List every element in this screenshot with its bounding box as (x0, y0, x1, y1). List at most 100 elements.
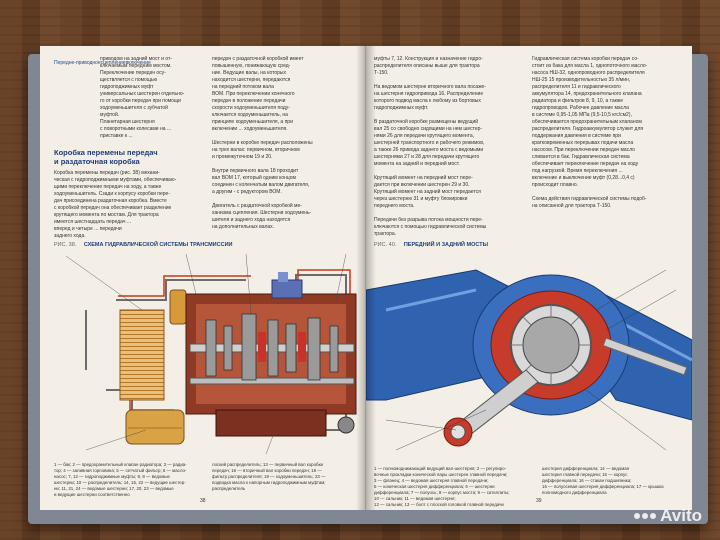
text-line: дифференциала; 16 — стакан подшипника; (542, 478, 632, 483)
text-line: гидроподжимных муфт (100, 84, 154, 90)
intro-text: приводом на задний мост и от-ключаемым п… (100, 56, 200, 140)
text-line: вперед и четыре ... передачи (54, 226, 122, 232)
text-line: ключается ходоуменьшитель, на (212, 112, 288, 118)
axle-cutaway-illustration (366, 250, 692, 464)
text-line: 5 — коническая шестерня дифференциала; 6… (374, 484, 495, 489)
text-line (374, 112, 524, 119)
text-line: фильтр распределителя; 19 — ходоуменьшит… (212, 474, 326, 479)
text-line: 3 — фланец; 4 — ведомая шестерня главной… (374, 478, 489, 483)
text-line: скорости ходоуменьшителя поду- (212, 105, 290, 111)
text-line: Схема действия гидравлической системы по… (532, 196, 647, 202)
text-line: Крутящий момент на передний мост пере- (374, 175, 473, 181)
text-line: приводное (75, 60, 101, 66)
text-line: ходоуменьшителя с зубчатой (100, 105, 168, 111)
text-line: шестерня дифференциала; 14 — ведомая (542, 466, 630, 471)
left-page: Передне-приводноесцеплениевключение прив… (40, 46, 366, 510)
text-line: шестерня главной передачи; 15 — корпус (542, 472, 628, 477)
text-line: обеспечивается предохранительным клапано… (532, 119, 642, 125)
text-line: кратковременных перерывах подачи масла (532, 140, 634, 146)
text-line: ние. Ведущие валы, на которых (212, 70, 287, 76)
text-line: радиатора и фильтров 8, 9, 10, а также (532, 98, 623, 104)
book-gutter (356, 46, 376, 510)
hydraulic-distributor (271, 279, 303, 299)
text-line: а другим - с редуктором ВОМ. (212, 189, 282, 195)
text-line: и промежуточном 19 и 20. (212, 154, 273, 160)
text-line: в системе 0,95-1,05 МПа (9,5-10,5 кгс/см… (532, 112, 632, 118)
text-line: шестернями 27 и 28 для передачи крутящег… (374, 154, 480, 160)
text-line: шителя и заднего хода находятся (212, 217, 291, 223)
text-line: поддержания давления в системе при (532, 133, 621, 139)
text-line: распределитель (212, 486, 246, 491)
text-line: и раздаточная коробка (54, 157, 140, 166)
text-line: имеется шестнадцать передач ... (54, 219, 132, 225)
text-line: на трех валах: первичном, вторичном (212, 147, 300, 153)
text-line: включение и выключение муфт (0,28...0,4 … (532, 175, 635, 181)
text-line: под нагрузкой. Время переключения ... (532, 168, 623, 174)
right-page: муфты 7, 12. Конструкция и назначение ги… (366, 46, 692, 510)
text-line: распределителя описаны выше для трактора (374, 63, 480, 69)
text-line (212, 133, 357, 140)
text-line: которого подвод масла к любому из бортов… (374, 98, 481, 104)
text-line: дач присоединена раздаточная коробка. Вм… (54, 198, 167, 204)
text-line: сливается в бак. Гидравлическая система (532, 154, 630, 160)
text-line: универсальных шестерен отдельно- (100, 91, 185, 97)
text-line: находится шестерни, передаются (212, 77, 291, 83)
text-line: на дополнительных валах. (212, 224, 275, 230)
figure-legend: 1 — бак; 2 — предохранительный клапан ра… (54, 462, 204, 498)
text-line: муфты 7, 12. Конструкция и назначение ги… (374, 56, 483, 62)
text-line: и ведущие шестерни соответственно (54, 492, 130, 497)
text-line: Передне- (54, 60, 76, 66)
text-line: на шестерня гидропривода 16. Распределен… (374, 91, 484, 97)
text-line: на передний потоком вала (212, 84, 274, 90)
text-line: на описанной для трактора Т-150. (532, 203, 612, 209)
text-line: 1 — бак; 2 — предохранительный клапан ра… (54, 462, 187, 467)
text-line: ключаются с помощью гидравлической систе… (374, 224, 487, 230)
text-line: Переключение передач осу- (100, 70, 166, 76)
text-line: В раздаточной коробке размещены ведущий (374, 119, 479, 125)
page-number: 39 (536, 498, 542, 504)
page-number: 38 (200, 498, 206, 504)
text-line: 1 — полномоднимающий ведущий вал-шестерн… (374, 466, 507, 471)
text-line: с поворотными колесами на ... (100, 126, 172, 132)
text-line: передач с раздаточной коробкой имеет (212, 56, 304, 62)
text-line: с коробкой передач она обеспечивает разд… (54, 205, 172, 211)
text-line: Крутящий момент на задний мост передаетс… (374, 189, 481, 195)
text-line: 12 — сальник; 13 — болт с плоской головк… (374, 502, 504, 507)
text-line: вал ВОМ 17, который одним концом (212, 175, 296, 181)
figure-number: РИС. 38. (54, 242, 77, 248)
figure-caption: РИС. 40. ПЕРЕДНИЙ И ЗАДНИЙ МОСТЫ (374, 242, 488, 248)
text-line: принципе ходоуменьшителя, а при (212, 119, 293, 125)
text-line: насоса НШ-32, однопроводного распределит… (532, 70, 645, 76)
text-line: ходоуменьшитель. Сзади к корпусу коробки… (54, 191, 170, 197)
text-line: го от коробки передач при помощи (100, 98, 181, 104)
text-line: подводка масла к напорным гидроподжимным… (212, 480, 326, 485)
text-line: аккумулятора 14, предохранительного клап… (532, 91, 642, 97)
text-line: насос; 7, 12 — гидроподжимные муфты; 9, … (54, 474, 170, 479)
text-line: муфтой. (100, 112, 120, 118)
text-line: шестерней транспортного и рабочего режим… (374, 140, 485, 146)
text-line: крутящего момента по мостам. Для трактор… (54, 212, 159, 218)
text-line: соединен с коленчатым валом двигателя, (212, 182, 310, 188)
text-line: Шестерни в коробке передач расположены (212, 140, 313, 146)
text-line: Внутри первичного вала 18 проходит (212, 168, 299, 174)
text-line: распределителя. Гидроаккумулятор служит … (532, 126, 644, 132)
text-line (212, 196, 357, 203)
text-line: Передачи без разрыва потока мощности пер… (374, 217, 483, 223)
text-line: насосом. При переключении передач масло (532, 147, 635, 153)
text-line: трактора. (374, 231, 397, 237)
text-line: ключаемым передним мостом. (100, 63, 172, 69)
right-column-1-text: муфты 7, 12. Конструкция и назначение ги… (374, 56, 524, 238)
text-line (374, 77, 524, 84)
text-line (374, 168, 524, 175)
text-line: Коробка перемены передач (рис. 38) механ… (54, 170, 160, 176)
text-line: дифференциала; 7 — полуось; 8 — корпус м… (374, 490, 510, 495)
figure-caption: РИС. 38. СХЕМА ГИДРАВЛИЧЕСКОЙ СИСТЕМЫ ТР… (54, 242, 232, 248)
text-line: сцепление (100, 60, 126, 66)
figure-legend: 1 — полномоднимающий ведущий вал-шестерн… (374, 466, 534, 508)
text-line: приставке к ... (100, 133, 133, 139)
text-line: НШ-25 15 производительностью 35 л/мин, (532, 77, 631, 83)
text-line: 10 — сальник; 11 — ведомая шестерня; (374, 496, 456, 501)
